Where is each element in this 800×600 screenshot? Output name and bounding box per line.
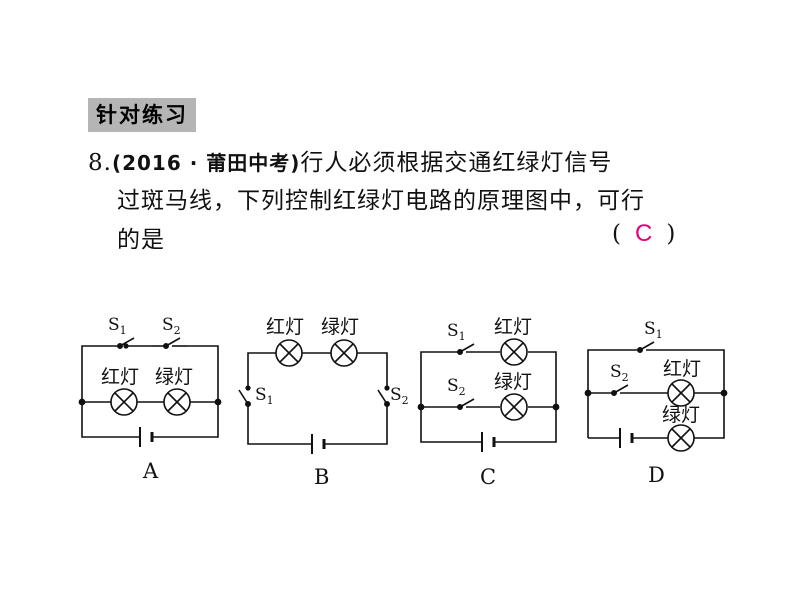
junction [720,389,728,397]
label-switch-s2: S2 [447,376,466,398]
question-number: 8. [88,150,112,176]
label-switch-s1: S1 [108,315,127,337]
label-red-lamp: 红灯 [101,366,139,388]
switch-s1-blade [119,337,135,347]
lamp-green [667,424,695,452]
switch-s1-blade [459,343,475,353]
label-switch-s1: S1 [447,321,466,343]
option-label-d: D [648,463,665,487]
lamp-green [330,339,358,367]
question-line-3: 的是 [117,227,165,253]
option-label-a: A [142,459,159,483]
label-red-lamp: 红灯 [663,358,701,380]
lamp-red [275,339,303,367]
switch-contact [384,385,390,391]
label-switch-s2: S2 [390,385,409,407]
wire [587,349,638,438]
practice-tag: 针对练习 [88,98,196,132]
question-line-2: 过斑马线，下列控制红绿灯电路的原理图中，可行 [117,188,645,214]
question-text-1: 行人必须根据交通红绿灯信号 [300,150,613,176]
wire [420,351,482,443]
junction [78,398,86,406]
label-red-lamp: 红灯 [266,316,304,338]
label-red-lamp: 红灯 [494,316,532,338]
circuit-d [584,341,728,452]
switch-contact [245,385,251,391]
junction [214,398,222,406]
wire [152,345,219,438]
junction [584,389,592,397]
switch-s1-blade [238,389,249,405]
label-green-lamp: 绿灯 [494,371,532,393]
wire [81,345,140,438]
wire [247,406,312,445]
wire [694,393,725,439]
label-switch-s1: S1 [644,319,663,341]
paren-open: ( [612,221,621,247]
switch-s2-blade [613,384,629,394]
wire [357,352,388,386]
circuit-c [417,338,560,452]
lamp-green [163,388,191,416]
switch-contact [123,343,129,349]
circuit-a [78,337,222,447]
label-green-lamp: 绿灯 [155,366,193,388]
circuit-b [238,339,390,454]
label-green-lamp: 绿灯 [321,316,359,338]
wire [494,351,557,443]
label-switch-s1: S1 [255,385,274,407]
label-switch-s2: S2 [162,315,181,337]
switch-s2-blade [377,389,388,405]
answer-blank: ( C) [612,220,675,248]
wire [646,349,725,393]
wire [247,352,276,386]
switch-s1-blade [639,341,655,351]
junction [552,403,560,411]
question-source: (2016 · 莆田中考) [111,151,301,175]
option-label-b: B [314,465,329,489]
lamp-red [667,379,695,407]
lamp-red [500,338,528,366]
switch-s2-blade [165,337,181,347]
option-label-c: C [480,465,496,489]
paren-close: ) [666,221,676,247]
lamp-red [110,388,138,416]
label-green-lamp: 绿灯 [662,404,700,426]
answer-letter: C [634,220,653,247]
switch-s2-blade [459,398,475,408]
wire [324,406,388,445]
question-line-1: 8.(2016 · 莆田中考)行人必须根据交通红绿灯信号 [88,143,612,177]
label-switch-s2: S2 [610,362,629,384]
junction [417,403,425,411]
lamp-green [500,393,528,421]
